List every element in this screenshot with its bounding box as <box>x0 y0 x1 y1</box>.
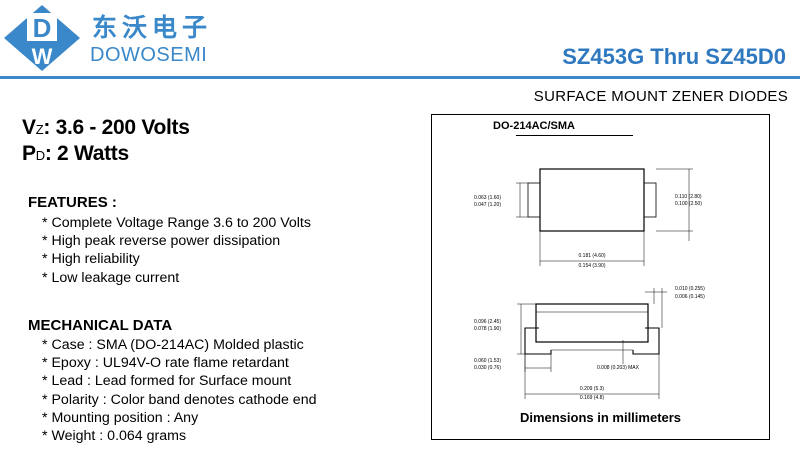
dim-lead-height-max: 0.063 (1.60) <box>474 195 501 201</box>
spec-power-symbol: P <box>22 142 36 165</box>
mechanical-item: * Weight : 0.064 grams <box>42 427 187 444</box>
spec-voltage-value: : 3.6 - 200 Volts <box>43 116 190 139</box>
header-divider <box>0 76 800 79</box>
package-outline-drawing: 0.063 (1.60) 0.047 (1.20) 0.110 (2.80) 0… <box>474 168 705 401</box>
feature-item: * High peak reverse power dissipation <box>42 233 281 250</box>
feature-item: * Complete Voltage Range 3.6 to 200 Volt… <box>42 215 311 231</box>
logo-letter-d: D <box>33 13 52 43</box>
dim-lead-thickness-max: 0.010 (0.255) <box>675 286 705 292</box>
mechanical-item: * Lead : Lead formed for Surface mount <box>42 373 292 390</box>
page-subtitle: SURFACE MOUNT ZENER DIODES <box>533 88 788 105</box>
dim-overall-length-min: 0.169 (4.8) <box>580 395 605 401</box>
dim-lead-foot-min: 0.030 (0.76) <box>474 365 501 371</box>
mechanical-item: * Epoxy : UL94V-O rate flame retardant <box>42 355 289 372</box>
dim-body-height-max: 0.110 (2.80) <box>675 194 702 200</box>
dim-total-height-min: 0.078 (1.90) <box>474 326 501 332</box>
spec-power-subscript: D <box>35 148 45 163</box>
top-view-right-lead <box>643 182 657 218</box>
spec-power-value: : 2 Watts <box>44 142 129 165</box>
side-view-left-lead <box>524 327 552 355</box>
feature-item: * High reliability <box>42 251 140 268</box>
spec-voltage-subscript: Z <box>35 122 44 137</box>
mechanical-item: * Polarity : Color band denotes cathode … <box>42 391 317 408</box>
dim-body-length-min: 0.154 (3.90) <box>579 263 606 269</box>
spec-power: PD: 2 Watts <box>22 142 129 166</box>
brand-name-cn: 东沃电子 <box>92 13 213 42</box>
features-list: * Complete Voltage Range 3.6 to 200 Volt… <box>42 214 311 287</box>
dim-standoff: 0.008 (0.203) MAX <box>597 365 640 371</box>
dim-overall-length-max: 0.209 (5.3) <box>580 386 605 392</box>
mechanical-item: * Case : SMA (DO-214AC) Molded plastic <box>42 337 304 353</box>
dim-body-height-min: 0.100 (2.50) <box>675 201 702 207</box>
dim-body-length-max: 0.181 (4.60) <box>579 253 606 259</box>
mechanical-heading: MECHANICAL DATA <box>28 317 173 334</box>
dim-lead-thickness-min: 0.006 (0.145) <box>675 294 705 300</box>
top-view-body <box>539 168 645 232</box>
dim-total-height-max: 0.096 (2.45) <box>474 319 501 325</box>
spec-voltage: VZ: 3.6 - 200 Volts <box>22 116 190 140</box>
mechanical-list: * Case : SMA (DO-214AC) Molded plastic *… <box>42 336 316 445</box>
dim-lead-foot-max: 0.060 (1.53) <box>474 358 501 364</box>
logo-letter-w: W <box>32 44 53 69</box>
dimensions-caption: Dimensions in millimeters <box>519 410 682 425</box>
mechanical-item: * Mounting position : Any <box>42 409 199 426</box>
feature-item: * Low leakage current <box>42 269 180 286</box>
features-heading: FEATURES : <box>28 194 117 211</box>
page-title: SZ453G Thru SZ45D0 <box>562 44 786 69</box>
dim-lead-height-min: 0.047 (1.20) <box>474 202 501 208</box>
dowosemi-logo: D W <box>4 5 80 71</box>
package-name-underline <box>516 135 633 136</box>
spec-voltage-symbol: V <box>22 116 36 139</box>
package-name: DO-214AC/SMA <box>493 120 575 132</box>
top-view-left-lead <box>527 182 541 218</box>
side-view-right-lead <box>632 327 660 355</box>
package-drawing-box <box>431 114 770 440</box>
side-view-body <box>535 303 649 343</box>
brand-name-en: DOWOSEMI <box>90 44 208 66</box>
